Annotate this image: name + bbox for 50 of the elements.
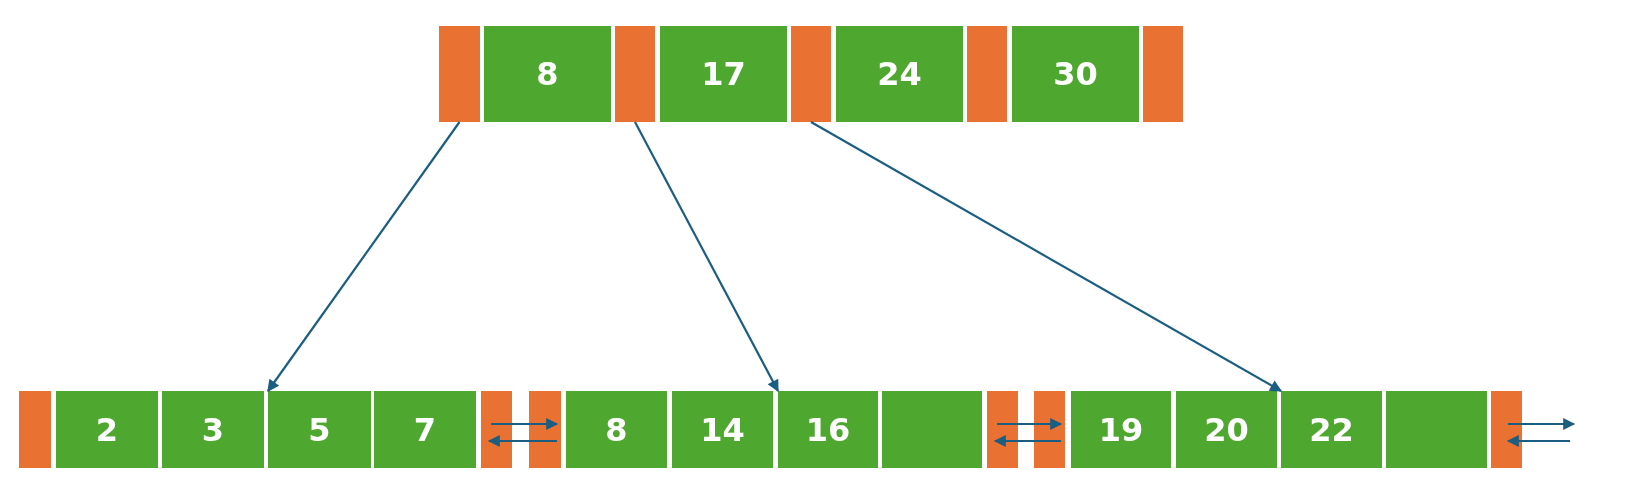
key-cell [672,391,773,468]
key-cell [566,391,667,468]
key-value: 8 [536,55,559,93]
key-cell [162,391,264,468]
pointer-slot [615,26,655,122]
key-value: 17 [701,55,746,93]
key-cell [778,391,878,468]
key-value: 30 [1053,55,1098,93]
empty-key-cell [1386,391,1487,468]
key-value: 7 [413,410,437,449]
key-cell [484,26,611,122]
key-value: 19 [1098,410,1144,449]
arrow [1508,418,1576,430]
key-value: 3 [201,410,225,449]
key-value: 24 [877,55,922,93]
key-cell [1012,26,1139,122]
key-value: 20 [1204,410,1249,449]
empty-key-cell [882,391,982,468]
arrow [810,121,1283,392]
arrow [1506,435,1570,447]
pointer-slot [987,391,1018,468]
key-value: 14 [700,410,745,449]
key-value: 2 [95,410,119,449]
pointer-slot [481,391,512,468]
key-cell [1176,391,1277,468]
key-cell [1071,391,1171,468]
key-cell [1281,391,1382,468]
pointer-slot [1034,391,1065,468]
pointer-slot [19,391,51,468]
arrow [634,121,779,393]
pointer-slot [967,26,1007,122]
key-cell [660,26,787,122]
pointer-slot [529,391,561,468]
key-cell [836,26,963,122]
pointer-slot [791,26,831,122]
key-value: 5 [308,410,331,449]
pointer-slot [439,26,480,122]
arrow [993,435,1061,447]
key-cell [56,391,158,468]
key-value: 22 [1309,410,1354,449]
key-value: 16 [805,410,851,449]
pointer-slot [1491,391,1522,468]
key-cell [268,391,371,468]
key-cell [374,391,476,468]
arrow [487,435,557,447]
key-value: 8 [605,410,628,449]
arrow [267,121,461,392]
arrow [491,418,559,430]
pointer-slot [1143,26,1183,122]
arrow [997,418,1063,430]
